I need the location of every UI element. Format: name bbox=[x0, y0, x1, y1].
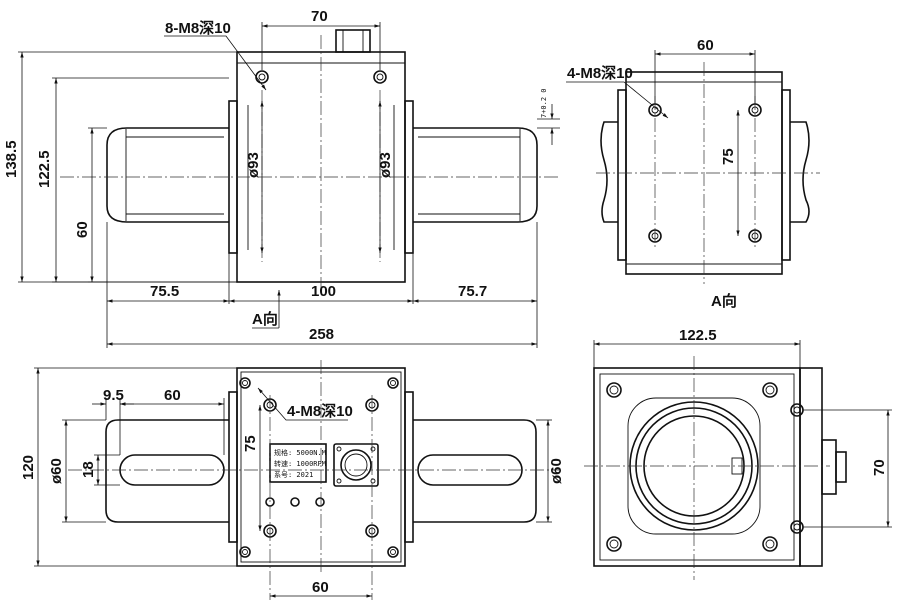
front-view: 70 8-M8深10 138.5 122.5 60 ø93 ø93 7+0.2 … bbox=[3, 8, 560, 348]
front-dim-138-5: 138.5 bbox=[3, 140, 20, 178]
front-dim-258: 258 bbox=[309, 326, 334, 343]
nameplate-line-1: 规格: 5000N.M bbox=[274, 448, 326, 457]
top-view: 规格: 5000N.M 转速: 1000RPM 系号: 2021 9.5 60 … bbox=[20, 360, 565, 600]
front-dim-75-5: 75.5 bbox=[150, 283, 179, 300]
front-hole-left bbox=[255, 70, 269, 84]
indicator-3 bbox=[315, 497, 325, 507]
a-callout-holes: 4-M8深10 bbox=[567, 64, 633, 82]
top-dim-phi60-left: ø60 bbox=[48, 458, 65, 484]
front-dim-75-7: 75.7 bbox=[458, 283, 487, 300]
side-dim-70: 70 bbox=[871, 459, 888, 476]
a-dim-75: 75 bbox=[720, 148, 737, 165]
front-right-shaft bbox=[413, 127, 538, 223]
side-view: 122.5 70 bbox=[584, 327, 892, 580]
side-connector bbox=[821, 439, 837, 495]
top-dim-18: 18 bbox=[80, 461, 97, 478]
top-dim-9-5: 9.5 bbox=[103, 387, 124, 404]
front-dim-tolerance: 7+0.2 0 bbox=[540, 88, 548, 118]
nameplate-line-3: 系号: 2021 bbox=[274, 470, 313, 479]
front-dim-122-5: 122.5 bbox=[36, 150, 53, 188]
top-dim-120: 120 bbox=[20, 455, 37, 480]
front-left-shaft bbox=[106, 127, 229, 223]
front-callout-holes: 8-M8深10 bbox=[165, 19, 231, 37]
indicator-2 bbox=[290, 497, 300, 507]
top-connector bbox=[333, 443, 379, 487]
top-dim-75: 75 bbox=[242, 435, 259, 452]
front-connector bbox=[335, 29, 371, 53]
top-left-shaft bbox=[105, 419, 229, 523]
top-dim-60-bottom: 60 bbox=[312, 579, 329, 596]
front-view-arrow-label: A向 bbox=[252, 310, 278, 328]
front-dim-100: 100 bbox=[311, 283, 336, 300]
front-hole-right bbox=[373, 70, 387, 84]
front-dim-70: 70 bbox=[311, 8, 328, 25]
side-hole-top bbox=[790, 403, 804, 417]
nameplate-line-2: 转速: 1000RPM bbox=[274, 459, 326, 468]
side-dim-122-5: 122.5 bbox=[679, 327, 717, 344]
a-view: 60 4-M8深10 75 A向 bbox=[566, 37, 820, 310]
front-dim-phi93-right: ø93 bbox=[377, 152, 394, 178]
a-view-label: A向 bbox=[711, 292, 737, 310]
front-dim-60: 60 bbox=[74, 221, 91, 238]
top-right-shaft bbox=[413, 419, 537, 523]
top-dim-phi60-right: ø60 bbox=[548, 458, 565, 484]
a-dim-60: 60 bbox=[697, 37, 714, 54]
top-callout-holes: 4-M8深10 bbox=[287, 402, 353, 420]
front-dim-phi93-left: ø93 bbox=[245, 152, 262, 178]
side-hole-bottom bbox=[790, 520, 804, 534]
top-dim-60-top: 60 bbox=[164, 387, 181, 404]
